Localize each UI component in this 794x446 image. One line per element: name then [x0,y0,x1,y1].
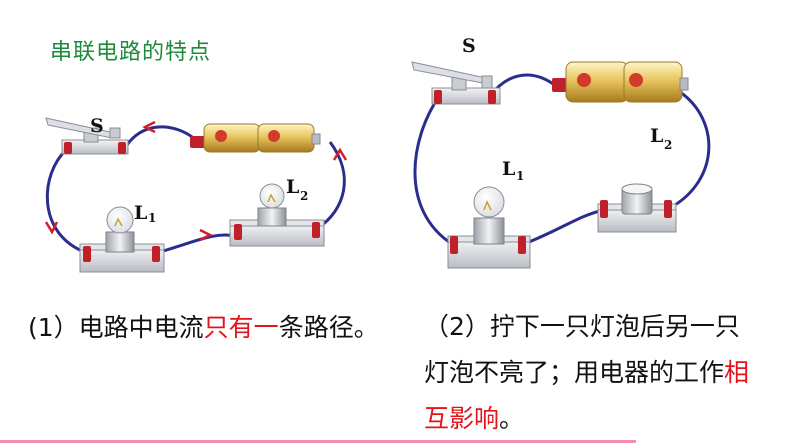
lamp-2-subscript: 2 [300,189,308,203]
battery [552,61,689,103]
current-arrow [332,147,348,161]
point-2-prefix: （2）拧下一只灯泡后另一只灯泡不亮了；用电器的工作 [424,312,740,387]
lamp-2 [229,183,325,247]
switch-label: S [462,35,476,57]
wire [317,141,346,230]
wire [45,148,81,252]
wire [159,233,237,254]
point-2-text: （2）拧下一只灯泡后另一只灯泡不亮了；用电器的工作相互影响。 [424,304,764,442]
lamp-2-subscript: 2 [664,138,672,152]
circuit-2: S L 1 L [411,35,711,269]
lamp-1-label: L [502,158,515,180]
battery [190,123,321,153]
wire [669,90,711,210]
point-2-suffix: 。 [499,404,525,433]
lamp-2-empty-socket [597,183,677,233]
current-arrow [44,221,59,235]
lamp-1-label: L [134,202,147,224]
lamp-2-label: L [650,125,663,147]
switch [45,117,129,155]
lamp-1 [79,206,165,273]
lamp-2-label: L [286,176,299,198]
wire [122,125,197,151]
point-1-text: (1）电路中电流只有一条路径。 [28,308,379,344]
point-1-suffix: 条路径。 [278,313,379,342]
bottom-divider [0,440,636,443]
page-title: 串联电路的特点 [50,40,212,65]
current-arrow [199,228,213,242]
point-2-highlight: 相互影响 [424,358,750,433]
wire [523,208,605,246]
circuit-1: S L 1 [44,115,348,273]
lamp-1-subscript: 1 [516,169,524,183]
lamp-1 [447,186,531,269]
lamp-1-subscript: 1 [148,211,156,225]
point-1-highlight: 只有一 [203,313,279,342]
switch-label: S [90,115,104,137]
switch [411,61,501,105]
point-1-prefix: (1）电路中电流 [28,313,204,342]
wire [413,97,453,246]
current-arrow [142,120,156,134]
